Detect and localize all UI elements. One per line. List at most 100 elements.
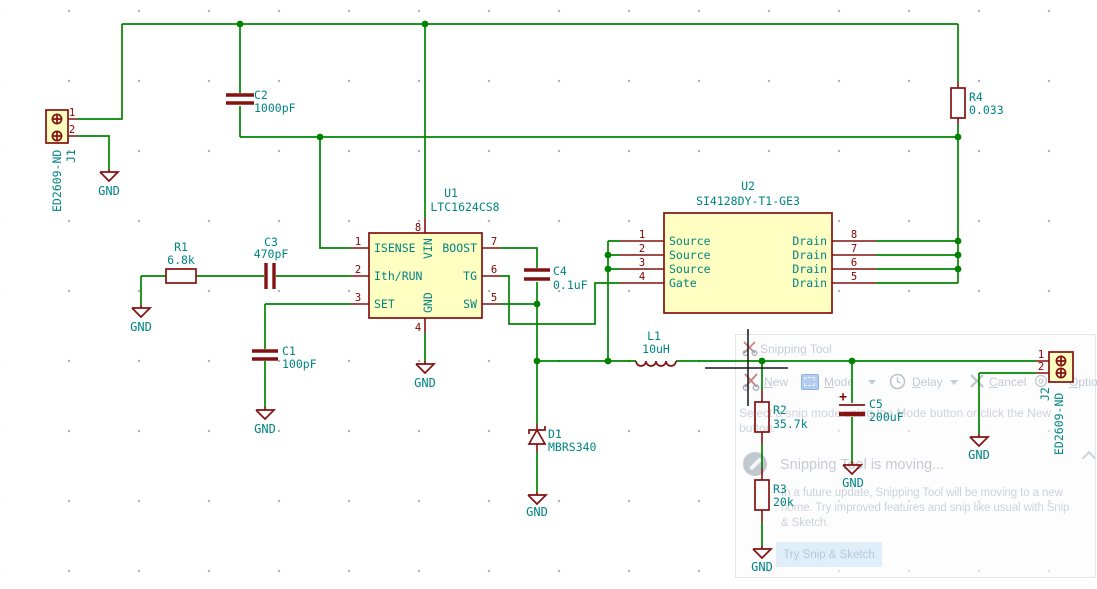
u1-pin-name: Ith/RUN — [374, 269, 423, 283]
r2-ref: R2 — [773, 403, 787, 417]
u1-value: LTC1624CS8 — [430, 200, 499, 214]
c1-ref: C1 — [282, 344, 296, 358]
u2-pin-name: Gate — [669, 276, 697, 290]
r3-value: 20k — [773, 495, 794, 509]
mode-dropdown-caret-icon[interactable] — [868, 380, 876, 385]
gnd-label: GND — [414, 376, 436, 390]
window-title: Snipping Tool — [760, 342, 832, 356]
d1-ref: D1 — [548, 427, 562, 441]
c3-ref: C3 — [264, 235, 278, 249]
u1-pin-number: 4 — [415, 322, 421, 334]
r1-ref: R1 — [174, 240, 188, 254]
c5-ref: C5 — [869, 397, 883, 411]
u2-pin-number: 6 — [851, 257, 857, 269]
u2-pin-number: 3 — [639, 257, 645, 269]
l1-value: 10uH — [642, 342, 670, 356]
j1-pin1-number: 1 — [69, 107, 75, 119]
u1-pin-number: 7 — [491, 236, 497, 248]
diode-d1[interactable]: D1 MBRS340 — [527, 424, 597, 454]
resistor-r3[interactable]: R3 20k — [754, 468, 794, 522]
u1-pin-number: 8 — [415, 222, 421, 234]
c3-value: 470pF — [254, 247, 289, 261]
c4-ref: C4 — [553, 264, 567, 278]
connector-j2[interactable]: 1 2 J2 ED2609-ND — [1036, 349, 1074, 455]
u2-pin-number: 2 — [639, 243, 645, 255]
u2-pin-number: 7 — [851, 243, 857, 255]
resistor-r1[interactable]: R1 6.8k — [165, 240, 197, 284]
cancel-button[interactable]: Cancel — [989, 375, 1027, 389]
u2-pin-number: 5 — [851, 271, 857, 283]
capacitor-c1[interactable]: C1 100pF — [252, 344, 317, 371]
resistor-r4[interactable]: R4 0.033 — [950, 82, 1004, 124]
c4-value: 0.1uF — [553, 278, 588, 292]
try-snip-sketch-button[interactable]: Try Snip & Sketch — [776, 542, 882, 567]
j2-ref: J2 — [1038, 387, 1052, 401]
u2-pin-number: 1 — [639, 229, 645, 241]
r2-value: 35.7k — [773, 417, 808, 431]
j1-value: ED2609-ND — [50, 150, 64, 212]
gnd-label: GND — [130, 320, 152, 334]
u2-pin-number: 8 — [851, 229, 857, 241]
u1-pin-number: 3 — [355, 292, 361, 304]
notice-line3: & Sketch. — [781, 517, 830, 529]
u1-pin-name: GND — [421, 292, 435, 313]
gnd-labels: GND GND GND GND GND GND GND GND — [98, 184, 990, 574]
u1-pin-number: 6 — [491, 264, 497, 276]
options-gear-icon — [1034, 374, 1048, 388]
u1-pin-name: SET — [374, 297, 395, 311]
j2-value: ED2609-ND — [1052, 393, 1066, 455]
c2-value: 1000pF — [254, 101, 296, 115]
gnd-label: GND — [751, 560, 773, 574]
j2-pin2-number: 2 — [1038, 361, 1044, 373]
junction-dots — [236, 20, 962, 365]
l1-ref: L1 — [647, 329, 661, 343]
capacitor-c5[interactable]: + C5 200uF — [839, 390, 904, 424]
capacitor-c4[interactable]: C4 0.1uF — [524, 264, 588, 292]
snip-sketch-logo-icon — [743, 452, 767, 476]
new-button[interactable]: New — [764, 375, 789, 389]
u1-pin-name: ISENSE — [374, 241, 416, 255]
hint-text-line1: Select a snip mode using the Mode button… — [739, 406, 1052, 420]
notice-line1: In a future update, Snipping Tool will b… — [781, 487, 1063, 499]
inductor-l1[interactable]: L1 10uH — [635, 329, 677, 367]
u1-pin-number: 2 — [355, 264, 361, 276]
j1-pin2-number: 2 — [69, 124, 75, 136]
delay-dropdown-caret-icon[interactable] — [950, 380, 958, 385]
u2-pin-name: Drain — [792, 248, 827, 262]
u2-pin-name: Drain — [792, 276, 827, 290]
mode-button[interactable]: Mode — [824, 375, 855, 389]
u2-value: SI4128DY-T1-GE3 — [696, 194, 800, 208]
c5-value: 200uF — [869, 410, 904, 424]
r4-ref: R4 — [969, 90, 983, 104]
u1-pin-name: BOOST — [442, 241, 477, 255]
delay-clock-icon — [889, 373, 906, 390]
u1-pin-name: SW — [463, 297, 477, 311]
capacitor-c2[interactable]: C2 1000pF — [226, 88, 296, 115]
resistor-r2[interactable]: R2 35.7k — [754, 390, 808, 444]
connector-j1[interactable]: 1 2 J1 ED2609-ND — [45, 107, 78, 212]
mode-icon — [801, 374, 819, 390]
ic-u2[interactable]: U2 SI4128DY-T1-GE3 Source Source Source … — [620, 179, 876, 314]
snipping-tool-window: Snipping Tool New Mode Delay Cancel Opti… — [735, 334, 1097, 578]
cancel-x-icon — [970, 374, 984, 388]
c5-plus-sign: + — [839, 390, 847, 405]
scissors-icon — [742, 341, 758, 356]
u1-pin-name: VIN — [421, 238, 435, 259]
j1-ref: J1 — [64, 149, 78, 163]
ic-u1[interactable]: U1 LTC1624CS8 ISENSE Ith/RUN SET BOOST T… — [351, 186, 500, 334]
notice-line2: home. Try improved features and snip lik… — [781, 502, 1070, 514]
c2-ref: C2 — [254, 88, 268, 102]
gnd-label: GND — [968, 448, 990, 462]
u2-pin-name: Drain — [792, 234, 827, 248]
r4-value: 0.033 — [969, 103, 1004, 117]
delay-button[interactable]: Delay — [912, 375, 943, 389]
u2-ref: U2 — [741, 179, 755, 193]
u2-pin-name: Drain — [792, 262, 827, 276]
capacitor-c3[interactable]: C3 470pF — [254, 235, 289, 289]
gnd-label: GND — [526, 505, 548, 519]
u2-pin-name: Source — [669, 234, 711, 248]
gnd-symbols — [99, 169, 991, 560]
d1-value: MBRS340 — [548, 440, 597, 454]
u1-pin-number: 1 — [355, 236, 361, 248]
